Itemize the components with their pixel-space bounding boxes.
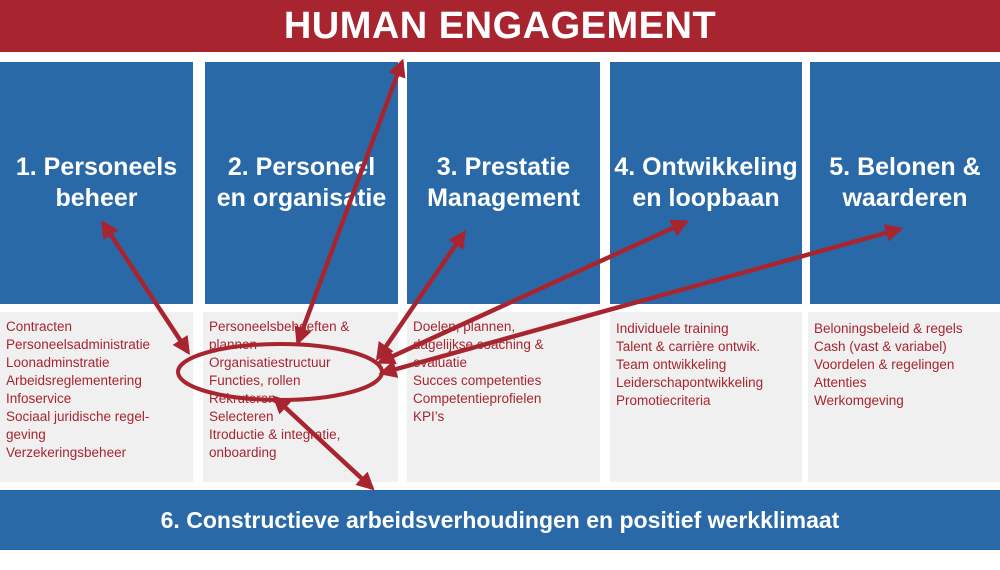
pillar-belonen-en-waarderen: 5. Belonen & waarderen bbox=[810, 62, 1000, 304]
panel-personeel-en-organisatie: Personeelsbehoeften & plannen Organisati… bbox=[203, 312, 398, 482]
list-item: Personeelsbehoeften & bbox=[209, 319, 350, 334]
list-item: Doelen, plannen, bbox=[413, 319, 516, 334]
footer-banner: 6. Constructieve arbeidsverhoudingen en … bbox=[0, 490, 1000, 550]
list-item: Itroductie & integratie, bbox=[209, 427, 341, 442]
list-item: Werkomgeving bbox=[814, 393, 904, 408]
pillar-label: 4. Ontwikkeling en loopbaan bbox=[614, 153, 798, 212]
list-item: evaluatie bbox=[413, 355, 468, 370]
pillar-label: 5. Belonen & waarderen bbox=[829, 153, 981, 212]
list-item: Individuele training bbox=[616, 321, 729, 336]
panel-prestatie-management: Doelen, plannen, dagelijkse coaching & e… bbox=[407, 312, 600, 482]
panel-ontwikkeling-en-loopbaan: Individuele training Talent & carrière o… bbox=[610, 312, 802, 482]
list-item: Attenties bbox=[814, 375, 867, 390]
list-item: Promotiecriteria bbox=[616, 393, 711, 408]
panel-personeelsbeheer: Contracten Personeelsadministratie Loona… bbox=[0, 312, 193, 482]
pillar-ontwikkeling-en-loopbaan: 4. Ontwikkeling en loopbaan bbox=[610, 62, 802, 304]
list-item: Rekruteren bbox=[209, 391, 276, 406]
list-item: Selecteren bbox=[209, 409, 274, 424]
list-item: Competentieprofielen bbox=[413, 391, 542, 406]
list-item: onboarding bbox=[209, 445, 277, 460]
list-item: Cash (vast & variabel) bbox=[814, 339, 947, 354]
list-item: Voordelen & regelingen bbox=[814, 357, 955, 372]
pillar-personeelsbeheer: 1. Personeels beheer bbox=[0, 62, 193, 304]
list-item: geving bbox=[6, 427, 46, 442]
list-item: Organisatiestructuur bbox=[209, 355, 331, 370]
list-item: Leiderschapontwikkeling bbox=[616, 375, 764, 390]
list-item: Infoservice bbox=[6, 391, 72, 406]
list-item: Arbeidsreglementering bbox=[6, 373, 142, 388]
list-item: Personeelsadministratie bbox=[6, 337, 151, 352]
pillar-personeel-en-organisatie: 2. Personeel en organisatie bbox=[205, 62, 398, 304]
list-item: Sociaal juridische regel- bbox=[6, 409, 150, 424]
pillar-prestatie-management: 3. Prestatie Management bbox=[407, 62, 600, 304]
pillar-label: 2. Personeel en organisatie bbox=[216, 153, 387, 212]
page-title: HUMAN ENGAGEMENT bbox=[283, 4, 717, 47]
list-item: dagelijkse coaching & bbox=[413, 337, 544, 352]
list-item: Contracten bbox=[6, 319, 73, 334]
pillar-label: 1. Personeels beheer bbox=[15, 153, 178, 212]
list-item: Loonadminstratie bbox=[6, 355, 110, 370]
list-item: Beloningsbeleid & regels bbox=[814, 321, 963, 336]
list-item: Succes competenties bbox=[413, 373, 542, 388]
list-item: Functies, rollen bbox=[209, 373, 301, 388]
list-item: Verzekeringsbeheer bbox=[6, 445, 127, 460]
list-item: plannen bbox=[209, 337, 258, 352]
list-item: Talent & carrière ontwik. bbox=[616, 339, 761, 354]
list-item: Team ontwikkeling bbox=[616, 357, 727, 372]
panel-belonen-en-waarderen: Beloningsbeleid & regels Cash (vast & va… bbox=[808, 312, 1000, 482]
list-item: KPI’s bbox=[413, 409, 445, 424]
footer-label: 6. Constructieve arbeidsverhoudingen en … bbox=[160, 506, 840, 533]
title-banner: HUMAN ENGAGEMENT bbox=[0, 0, 1000, 52]
pillar-label: 3. Prestatie Management bbox=[427, 153, 580, 212]
